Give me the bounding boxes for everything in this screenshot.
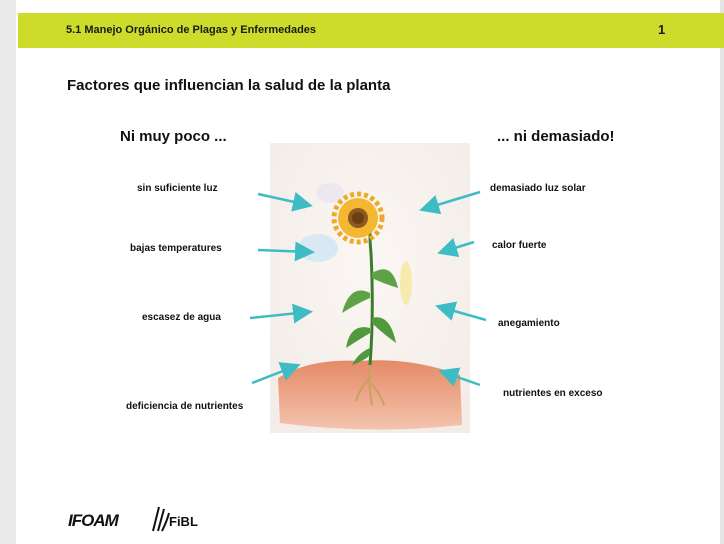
page-number: 1 (658, 22, 665, 37)
factor-strong-heat: calor fuerte (492, 240, 546, 251)
factor-nutrient-deficiency: deficiencia de nutrientes (126, 401, 243, 412)
factor-waterlogging: anegamiento (498, 318, 560, 329)
page-left-edge (0, 0, 16, 544)
factor-low-temperature: bajas temperatures (130, 243, 222, 254)
section-title: 5.1 Manejo Orgánico de Plagas y Enfermed… (66, 24, 316, 36)
page-title: Factores que influencian la salud de la … (67, 77, 390, 94)
header-bar: 5.1 Manejo Orgánico de Plagas y Enfermed… (18, 13, 724, 48)
factor-excess-nutrients: nutrientes en exceso (503, 388, 602, 399)
fibl-logo: FiBL (169, 514, 198, 529)
left-heading: Ni muy poco ... (120, 128, 227, 145)
page-right-edge (720, 0, 724, 544)
ifoam-logo: IFOAM (68, 511, 118, 531)
plant-illustration (270, 143, 470, 433)
factor-water-scarcity: escasez de agua (142, 312, 221, 323)
fibl-mark-icon (149, 505, 171, 533)
factor-excess-sun: demasiado luz solar (490, 183, 586, 194)
factor-low-light: sin suficiente luz (137, 183, 218, 194)
right-heading: ... ni demasiado! (497, 128, 615, 145)
